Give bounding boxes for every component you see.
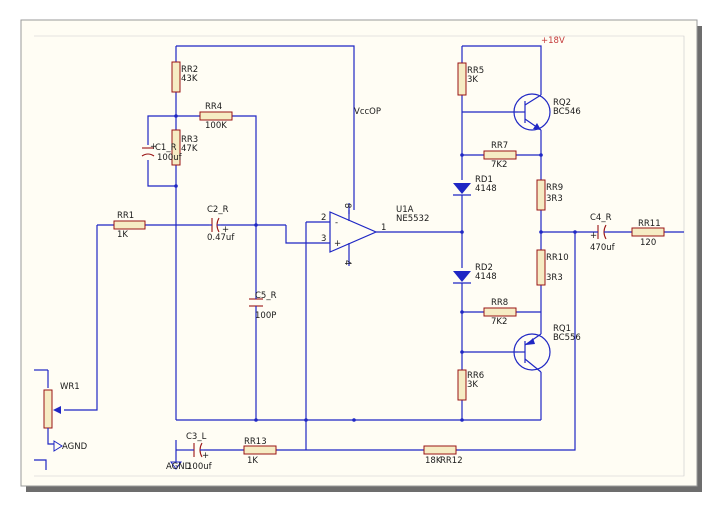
- rr11-value: 120: [640, 238, 656, 248]
- capacitor-c3: [192, 442, 204, 458]
- net-vccop-label: VccOP: [354, 107, 381, 117]
- rr13-ref: RR13: [244, 437, 267, 447]
- resistor-rr6: [457, 369, 467, 401]
- rr11-ref: RR11: [638, 219, 661, 229]
- wr1-ref: WR1: [60, 382, 80, 392]
- rd1-ref: RD1: [475, 175, 493, 185]
- capacitor-c2: [209, 217, 221, 233]
- rr12-value: 18K: [425, 456, 442, 466]
- capacitor-c1: [141, 147, 155, 157]
- rr12-ref: RR12: [440, 456, 463, 466]
- rr7-value: 7K2: [491, 160, 507, 170]
- opamp-plus-sign: +: [334, 239, 341, 249]
- capacitor-c4: [596, 224, 608, 240]
- rr2-value: 43K: [181, 74, 198, 84]
- c2-ref: C2_R: [207, 205, 229, 215]
- rd1-value: 4148: [475, 184, 497, 194]
- diode-rd1: [453, 183, 471, 196]
- resistor-rr7: [483, 150, 517, 160]
- rr2-ref: RR2: [181, 65, 198, 75]
- resistor-rr11: [631, 227, 665, 237]
- c5-value: 100P: [255, 311, 276, 321]
- opamp-pin2-label: 2: [321, 213, 326, 223]
- diode-rd2: [453, 271, 471, 284]
- opamp-u1a: - +: [329, 203, 378, 262]
- rr9-ref: RR9: [546, 183, 563, 193]
- rr10-value: 3R3: [546, 273, 563, 283]
- ground-symbol-left: [53, 440, 63, 452]
- resistor-rr2: [171, 61, 181, 93]
- opamp-pin4-label: 4: [342, 260, 352, 265]
- c4-ref: C4_R: [590, 213, 612, 223]
- rr6-ref: RR6: [467, 371, 484, 381]
- transistor-rq2: [513, 93, 551, 131]
- resistor-rr8: [483, 307, 517, 317]
- opamp-pin1-label: 1: [381, 223, 386, 233]
- c3-ref: C3_L: [186, 432, 207, 442]
- rd2-value: 4148: [475, 272, 497, 282]
- c1-value: 100uf: [157, 153, 183, 163]
- transistor-rq1: [513, 333, 551, 373]
- c4-value: 470uf: [590, 243, 616, 253]
- rr4-value: 100K: [205, 121, 227, 131]
- c4-plus: +: [590, 231, 597, 241]
- resistor-rr12: [423, 445, 457, 455]
- rr5-ref: RR5: [467, 66, 484, 76]
- c5-ref: C5_R: [255, 291, 277, 301]
- c2-plus: +: [222, 225, 229, 235]
- rr8-value: 7K2: [491, 317, 507, 327]
- c3-value: 100uf: [187, 462, 213, 472]
- opamp-ref-label: U1A: [396, 205, 414, 215]
- opamp-pin3-label: 3: [321, 234, 326, 244]
- wires: [64, 45, 684, 462]
- ground-symbol-bottom: [170, 461, 182, 470]
- capacitor-c5: [249, 296, 263, 310]
- rr3-value: 47K: [181, 144, 198, 154]
- c3-plus: +: [202, 451, 209, 461]
- resistor-rr13: [243, 445, 277, 455]
- net-supply-label: +18V: [541, 36, 565, 46]
- resistor-rr10: [536, 249, 546, 286]
- rr3-ref: RR3: [181, 135, 198, 145]
- rr13-value: 1K: [247, 456, 258, 466]
- junction-dots: [174, 114, 577, 422]
- potentiometer-wr1: [34, 369, 61, 470]
- c1-plus: +: [150, 142, 157, 152]
- rr9-value: 3R3: [546, 194, 563, 204]
- rr5-value: 3K: [467, 75, 478, 85]
- rr1-value: 1K: [117, 230, 128, 240]
- rq2-value: BC546: [553, 107, 581, 117]
- c1-ref: C1_R: [155, 143, 177, 153]
- rr7-ref: RR7: [491, 141, 508, 151]
- rr10-ref: RR10: [546, 253, 569, 263]
- rd2-ref: RD2: [475, 263, 493, 273]
- rr4-ref: RR4: [205, 102, 222, 112]
- opamp-part-label: NE5532: [396, 214, 429, 224]
- opamp-pin8-label: 8: [342, 203, 352, 208]
- c2-value: 0.47uf: [207, 233, 235, 243]
- rq1-value: BC556: [553, 333, 581, 343]
- resistor-rr4: [199, 111, 233, 121]
- resistor-rr3: [171, 129, 181, 166]
- rr1-ref: RR1: [117, 211, 134, 221]
- component-labels: VccOP +18V AGND AGND U1A NE5532 2 3 1 8 …: [60, 36, 661, 472]
- sheet-frame: [20, 19, 702, 492]
- rq2-ref: RQ2: [553, 98, 571, 108]
- opamp-minus-sign: -: [335, 218, 338, 228]
- net-agnd-bottom-label: AGND: [166, 462, 192, 472]
- resistor-rr5: [457, 62, 467, 96]
- rq1-ref: RQ1: [553, 324, 571, 334]
- resistor-rr9: [536, 179, 546, 211]
- net-agnd-left-label: AGND: [62, 442, 88, 452]
- rr6-value: 3K: [467, 380, 478, 390]
- rr8-ref: RR8: [491, 298, 508, 308]
- resistor-rr1: [113, 220, 146, 230]
